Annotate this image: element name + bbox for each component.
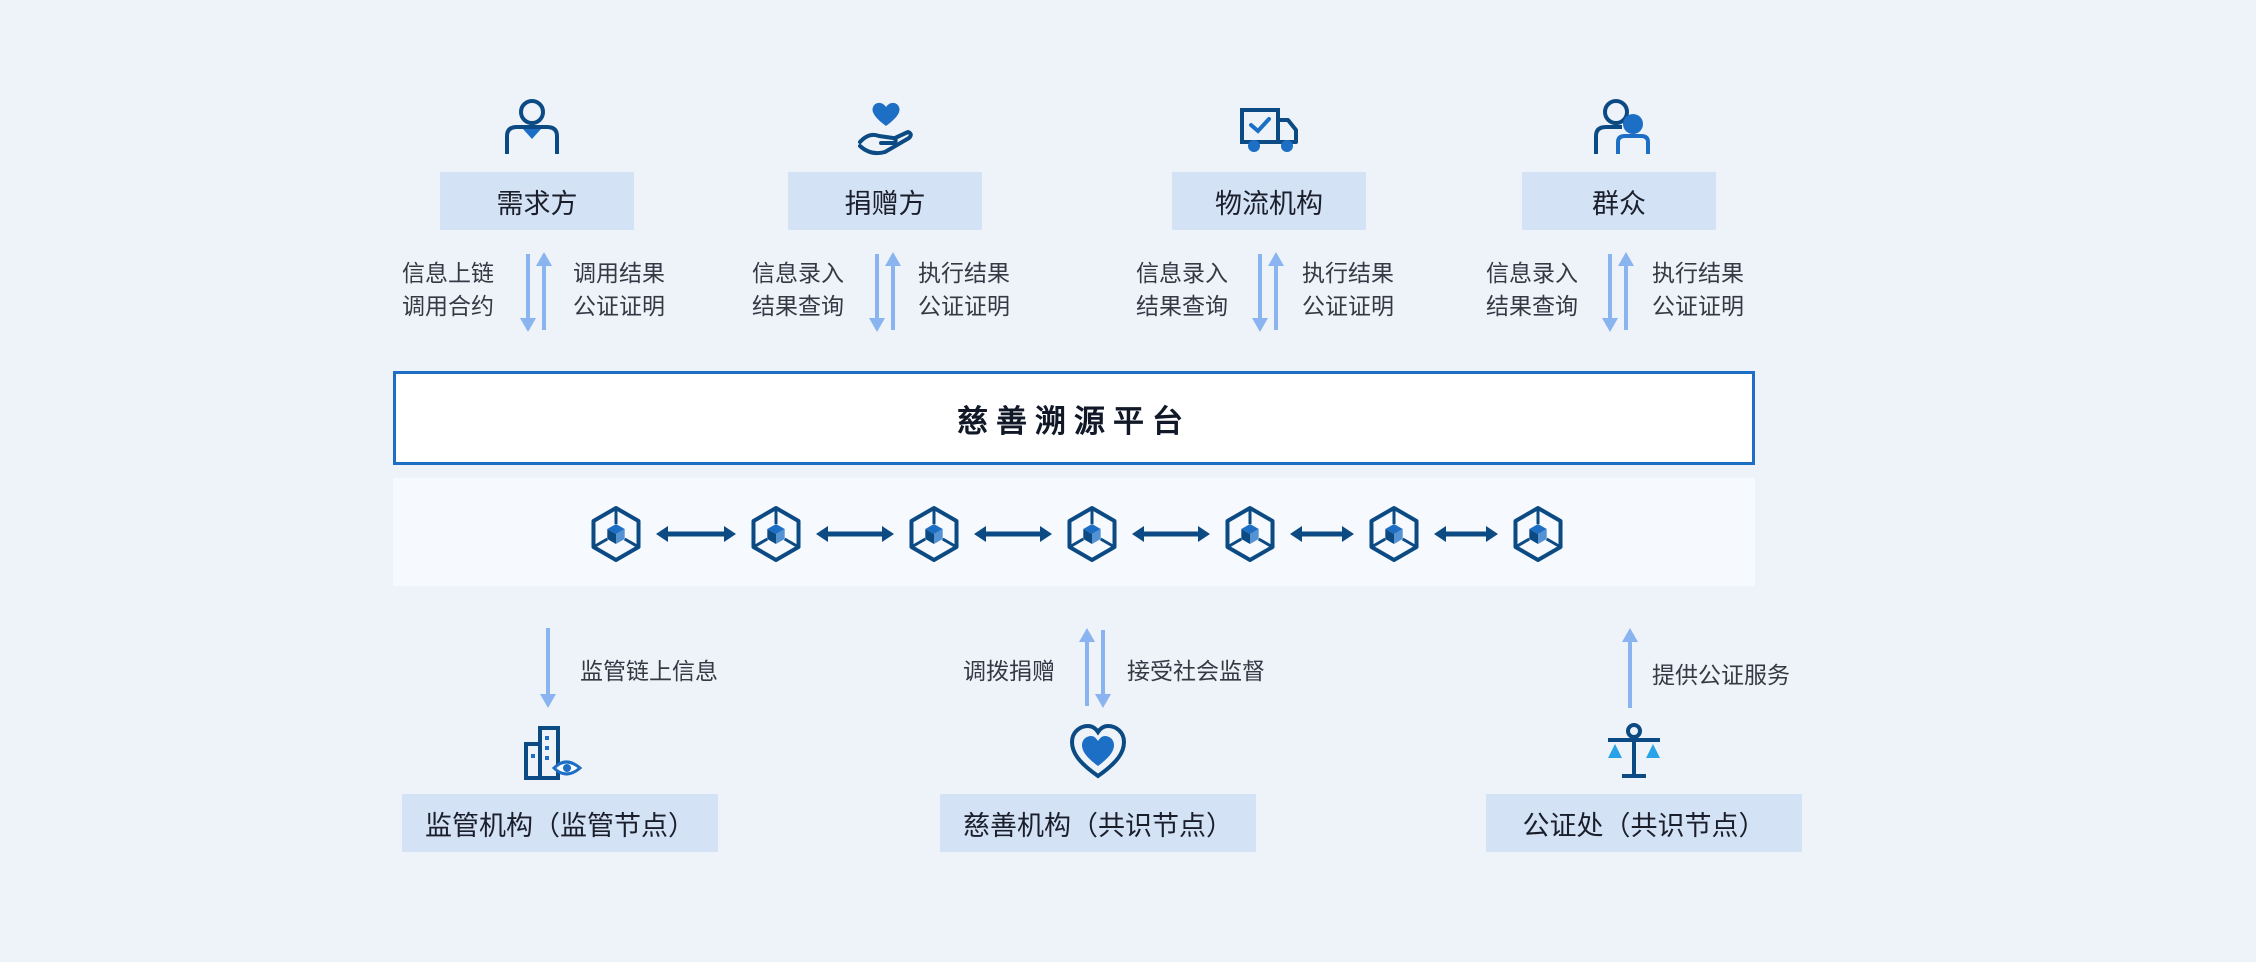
flow-up-labels: 执行结果 公证证明 bbox=[1302, 258, 1394, 324]
flow-label: 执行结果 bbox=[1652, 261, 1744, 287]
flow-arrows-updown bbox=[1079, 628, 1111, 708]
role-box-logistics: 物流机构 bbox=[1172, 172, 1366, 230]
charity-flow-label-left: 调拨捐赠 bbox=[963, 659, 1055, 685]
double-arrow-icon bbox=[656, 526, 736, 542]
role-label: 物流机构 bbox=[1215, 188, 1323, 220]
cube-block-icon bbox=[1369, 506, 1419, 562]
flow-down-labels: 信息上链 调用合约 bbox=[402, 258, 494, 324]
flow-label: 公证证明 bbox=[918, 294, 1010, 320]
flow-up-labels: 调用结果 公证证明 bbox=[573, 258, 665, 324]
flow-up-labels: 执行结果 公证证明 bbox=[918, 258, 1010, 324]
building-eye-icon bbox=[524, 726, 582, 780]
flow-arrows-updown bbox=[1602, 252, 1634, 332]
flow-label: 结果查询 bbox=[1486, 294, 1578, 320]
heart-icon bbox=[1069, 723, 1127, 779]
double-arrow-icon bbox=[1132, 526, 1210, 542]
person-badge-icon bbox=[505, 99, 559, 154]
role-box-demand: 需求方 bbox=[440, 172, 634, 230]
flow-label: 执行结果 bbox=[1302, 261, 1394, 287]
arrow-down bbox=[540, 628, 556, 708]
flow-down-labels: 信息录入 结果查询 bbox=[1486, 258, 1578, 324]
double-arrow-icon bbox=[1434, 526, 1498, 542]
role-box-public: 群众 bbox=[1522, 172, 1716, 230]
flow-up-labels: 执行结果 公证证明 bbox=[1652, 258, 1744, 324]
node-label: 监管机构（监管节点） bbox=[425, 810, 695, 842]
charity-flow-label-right: 接受社会监督 bbox=[1127, 659, 1265, 685]
double-arrow-icon bbox=[974, 526, 1052, 542]
delivery-truck-icon bbox=[1240, 108, 1298, 152]
platform-box: 慈善溯源平台 bbox=[393, 371, 1755, 465]
flow-label: 信息录入 bbox=[1486, 261, 1578, 287]
notary-flow-label: 提供公证服务 bbox=[1652, 663, 1790, 689]
cube-block-icon bbox=[1067, 506, 1117, 562]
flow-label: 执行结果 bbox=[918, 261, 1010, 287]
role-box-donor: 捐赠方 bbox=[788, 172, 982, 230]
double-arrow-icon bbox=[816, 526, 894, 542]
cube-block-icon bbox=[1513, 506, 1563, 562]
flow-label: 结果查询 bbox=[1136, 294, 1228, 320]
cube-block-icon bbox=[1225, 506, 1275, 562]
role-label: 需求方 bbox=[496, 188, 578, 220]
flow-label: 结果查询 bbox=[752, 294, 844, 320]
node-label: 公证处（共识节点） bbox=[1522, 810, 1766, 842]
double-arrow-icon bbox=[1290, 526, 1354, 542]
flow-label: 公证证明 bbox=[1302, 294, 1394, 320]
flow-label: 信息上链 bbox=[402, 261, 494, 287]
flow-label: 公证证明 bbox=[573, 294, 665, 320]
flow-label: 调用结果 bbox=[573, 261, 665, 287]
flow-label: 公证证明 bbox=[1652, 294, 1744, 320]
platform-title: 慈善溯源平台 bbox=[957, 403, 1191, 440]
node-label: 慈善机构（共识节点） bbox=[963, 810, 1233, 842]
hand-heart-icon bbox=[858, 102, 913, 156]
blockchain-chain bbox=[591, 506, 1563, 562]
node-box-regulator: 监管机构（监管节点） bbox=[402, 794, 718, 852]
cube-block-icon bbox=[591, 506, 641, 562]
cube-block-icon bbox=[909, 506, 959, 562]
arrow-up bbox=[1622, 628, 1638, 708]
flow-down-labels: 信息录入 结果查询 bbox=[1136, 258, 1228, 324]
flow-label: 信息录入 bbox=[752, 261, 844, 287]
role-label: 群众 bbox=[1592, 188, 1646, 220]
flow-arrows-updown bbox=[1252, 252, 1284, 332]
public-person-icon bbox=[1594, 99, 1650, 154]
flow-down-labels: 信息录入 结果查询 bbox=[752, 258, 844, 324]
node-box-notary: 公证处（共识节点） bbox=[1486, 794, 1802, 852]
blockchain-strip bbox=[393, 478, 1755, 586]
flow-label: 信息录入 bbox=[1136, 261, 1228, 287]
regulator-flow-label: 监管链上信息 bbox=[580, 659, 718, 685]
flow-label: 调用合约 bbox=[402, 294, 494, 320]
flow-arrows-updown bbox=[869, 252, 901, 332]
cube-block-icon bbox=[751, 506, 801, 562]
node-box-charity: 慈善机构（共识节点） bbox=[940, 794, 1256, 852]
flow-arrows-updown bbox=[520, 252, 552, 332]
scale-balance-icon bbox=[1608, 723, 1660, 778]
role-label: 捐赠方 bbox=[844, 188, 926, 220]
